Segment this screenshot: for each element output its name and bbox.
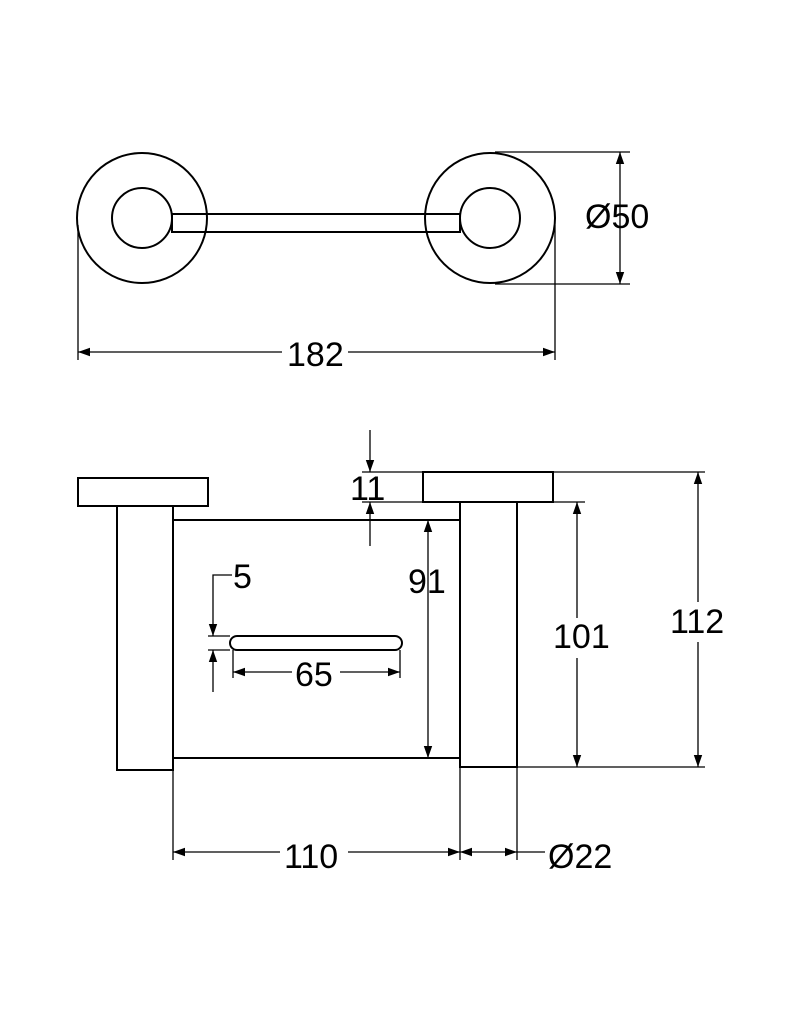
slot-length-65-label-gap (292, 656, 340, 688)
side-view: 11 91 101 112 5 65 110 (77, 430, 732, 876)
left-wall-flange (76, 152, 208, 284)
right-post-circle (459, 187, 521, 249)
left-post (116, 505, 174, 771)
post-height-101-label-gap (552, 618, 608, 658)
right-wall-flange (424, 152, 556, 284)
diameter-22-label: Ø22 (548, 838, 612, 876)
right-flange (422, 471, 554, 503)
gap-5-label: 5 (233, 558, 252, 596)
depth-110-label: 110 (284, 838, 338, 876)
width-182-label: 182 (287, 336, 344, 374)
top-bar (171, 213, 461, 233)
diameter-50-label: Ø50 (585, 198, 649, 236)
thickness-11-label: 11 (350, 470, 385, 508)
top-view: Ø50 182 (76, 151, 649, 374)
overall-height-112-label-gap (672, 602, 732, 642)
post-height-101-label: 101 (553, 618, 610, 656)
depth-110-label-gap (280, 832, 348, 872)
left-flange (77, 477, 209, 507)
gap-5-leader (208, 574, 232, 636)
slot-length-65-label: 65 (295, 656, 333, 694)
width-182-label-gap (282, 330, 348, 370)
overall-height-112-label: 112 (670, 603, 724, 641)
shelf-slot (229, 635, 403, 651)
shelf-height-91-label: 91 (408, 563, 446, 601)
left-post-circle (111, 187, 173, 249)
right-post (459, 501, 518, 768)
